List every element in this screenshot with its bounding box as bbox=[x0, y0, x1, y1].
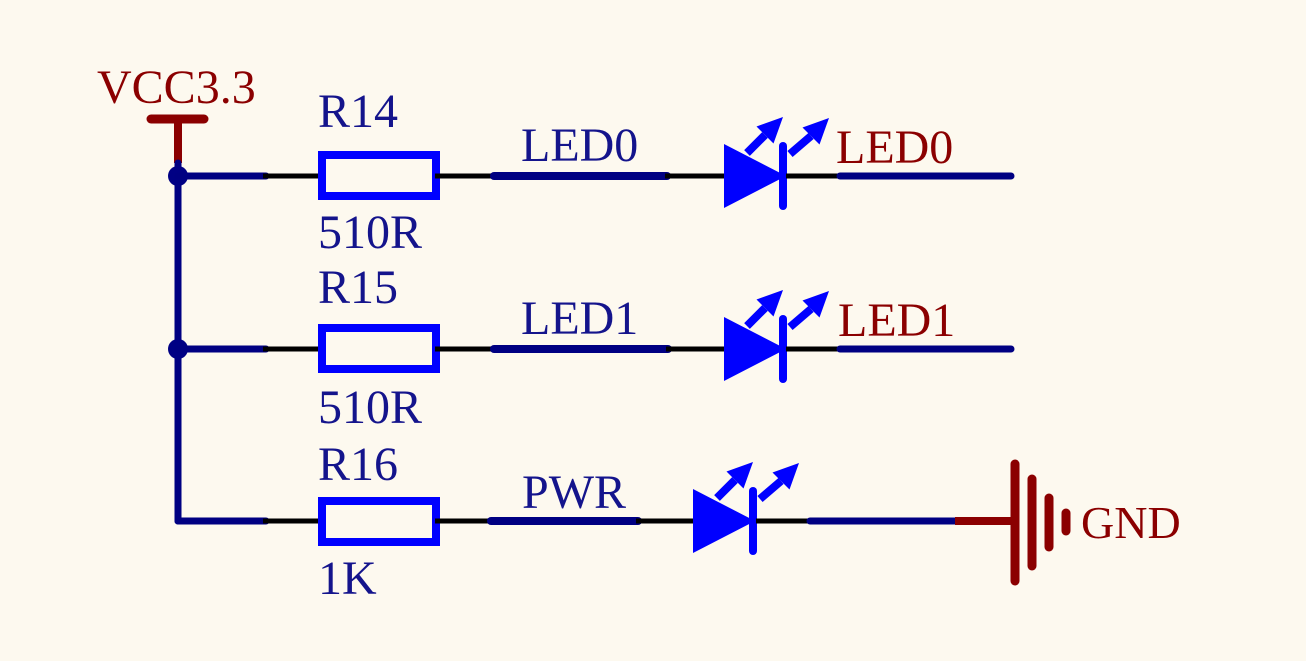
net-label: LED0 bbox=[521, 119, 638, 172]
resistor-value: 1K bbox=[318, 552, 377, 605]
resistor-designator: R16 bbox=[318, 438, 398, 491]
net-label: PWR bbox=[522, 466, 626, 519]
led-emission-arrows bbox=[744, 117, 829, 158]
resistor-designator: R14 bbox=[318, 85, 398, 138]
resistor-value: 510R bbox=[318, 381, 422, 434]
led-symbol bbox=[693, 462, 799, 555]
arrow-head bbox=[726, 462, 753, 489]
resistor-designator: R15 bbox=[318, 261, 398, 314]
arrow-shaft bbox=[744, 305, 768, 329]
led-triangle bbox=[724, 317, 786, 381]
arrow-shaft bbox=[787, 305, 814, 331]
pwr-branch: R16 1K PWR bbox=[174, 438, 961, 605]
arrow-head bbox=[756, 290, 783, 317]
led-emission-arrows bbox=[744, 290, 829, 331]
resistor-value: 510R bbox=[318, 206, 422, 259]
arrow-head bbox=[802, 118, 829, 145]
led-triangle bbox=[693, 489, 755, 553]
gnd-net-label: GND bbox=[1081, 497, 1181, 548]
arrow-shaft bbox=[757, 477, 784, 503]
led0-branch: R14 510R LED0 LED0 bbox=[174, 85, 1015, 259]
arrow-head bbox=[756, 117, 783, 144]
led-symbol bbox=[724, 290, 829, 383]
arrow-head bbox=[772, 463, 799, 490]
vcc-power-symbol: VCC3.3 bbox=[97, 61, 256, 163]
led-emission-arrows bbox=[714, 462, 799, 503]
resistor-body bbox=[318, 324, 440, 373]
gnd-symbol: GND bbox=[955, 459, 1181, 586]
net-label: LED1 bbox=[521, 292, 638, 345]
arrow-shaft bbox=[787, 132, 814, 158]
led1-branch: R15 510R LED1 LED1 bbox=[174, 261, 1015, 434]
arrow-head bbox=[802, 291, 829, 318]
signal-label: LED1 bbox=[838, 294, 955, 347]
signal-label: LED0 bbox=[836, 121, 953, 174]
arrow-shaft bbox=[714, 477, 738, 501]
vcc-net-label: VCC3.3 bbox=[97, 61, 256, 114]
led-triangle bbox=[724, 144, 786, 208]
resistor-body bbox=[318, 151, 440, 200]
resistor-body bbox=[318, 497, 440, 546]
led-symbol bbox=[724, 117, 829, 210]
arrow-shaft bbox=[744, 132, 768, 156]
